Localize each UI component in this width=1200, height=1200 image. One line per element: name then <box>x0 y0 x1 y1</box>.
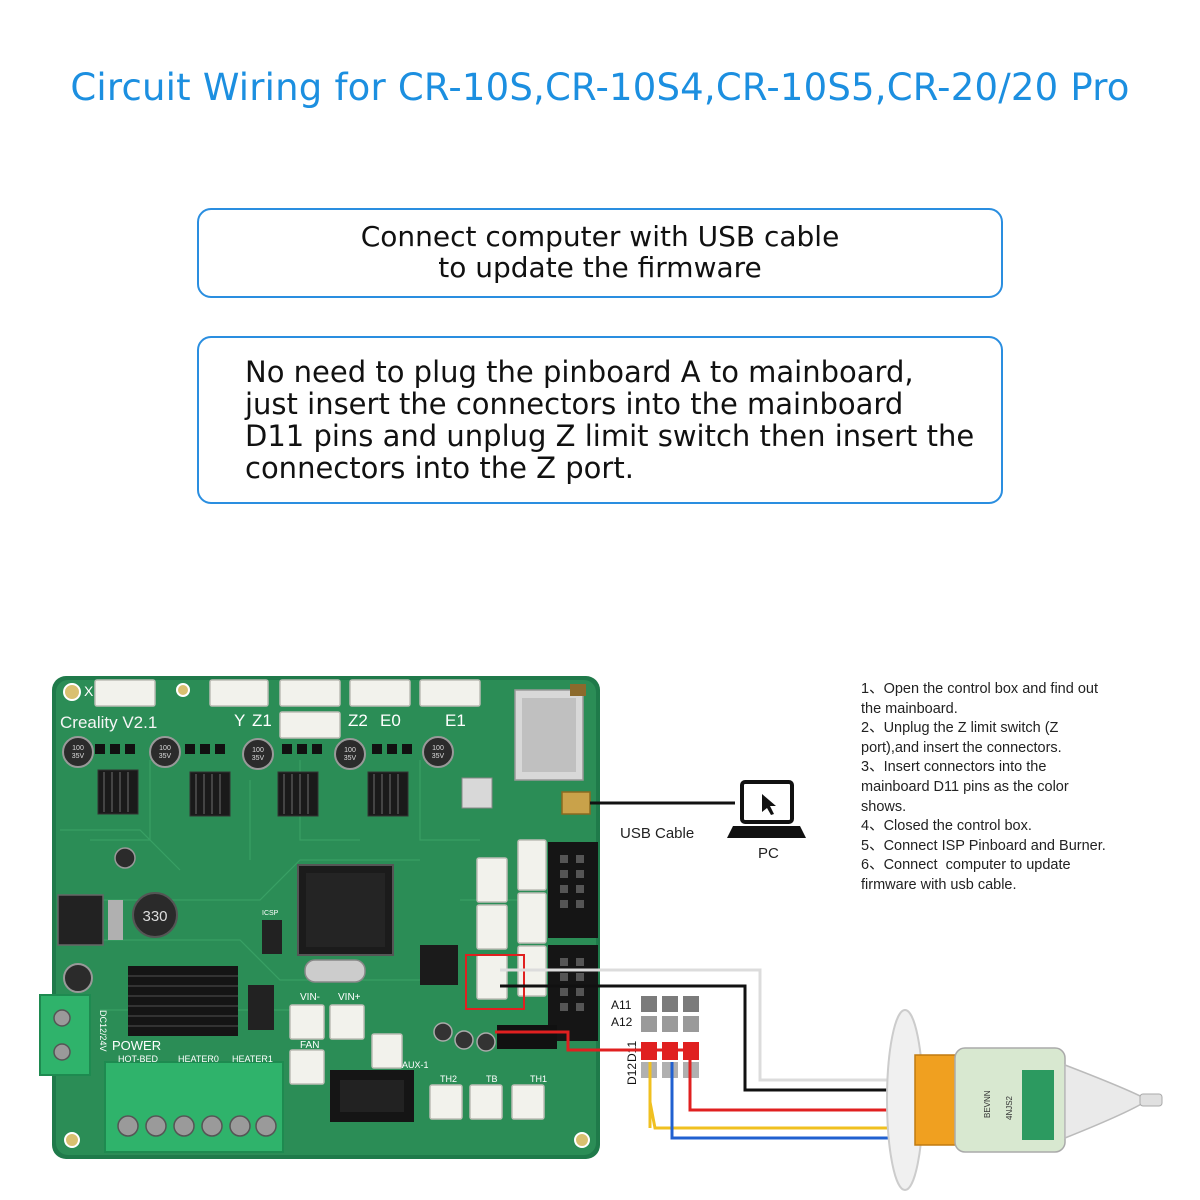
sensor-label: BEVNN <box>983 1090 992 1118</box>
wire-red <box>495 1030 1030 1112</box>
usb-note-box: Connect computer with USB cable to updat… <box>197 208 1003 298</box>
pinboard-note-line: connectors into the Z port. <box>245 451 634 485</box>
mainboard: Creality V2.1 X Y Z1 Z2 E0 E1 100 35V 10… <box>39 676 600 1159</box>
step-item: 4、Closed the control box. <box>861 818 1032 835</box>
axis-label-z1: Z1 <box>252 711 272 730</box>
svg-text:35V: 35V <box>159 753 172 760</box>
svg-text:100: 100 <box>432 745 444 752</box>
pinboard-note-box: No need to plug the pinboard A to mainbo… <box>197 336 1003 504</box>
axis-label-e0: E0 <box>380 711 401 730</box>
usb-note-line: Connect computer with USB cable <box>360 220 840 253</box>
heater1-label: HEATER1 <box>232 1054 273 1064</box>
step-item: 6、Connect computer to update firmware wi… <box>861 857 1071 893</box>
svg-text:100: 100 <box>72 745 84 752</box>
inductor-label: 330 <box>142 908 167 925</box>
pin-label-a12: A12 <box>611 1015 633 1029</box>
page-title: Circuit Wiring for CR-10S,CR-10S4,CR-10S… <box>70 66 1130 109</box>
board-brand: Creality V2.1 <box>60 713 157 732</box>
svg-text:35V: 35V <box>344 755 357 762</box>
hotbed-label: HOT-BED <box>118 1054 159 1064</box>
step-item: 3、Insert connectors into the mainboard D… <box>861 759 1069 815</box>
dc-label: DC12/24V <box>98 1010 108 1052</box>
axis-label-e1: E1 <box>445 711 466 730</box>
svg-text:35V: 35V <box>72 753 85 760</box>
vin-label: VIN+ <box>338 992 361 1003</box>
svg-text:35V: 35V <box>252 755 265 762</box>
pin-label-a11: A11 <box>611 998 632 1012</box>
pinboard-note-line: just insert the connectors into the main… <box>245 387 904 421</box>
axis-label-x: X <box>84 683 94 699</box>
icsp-label: ICSP <box>262 910 279 917</box>
therm-label: TH1 <box>530 1074 547 1084</box>
svg-text:35V: 35V <box>432 753 445 760</box>
pinboard-note-line: No need to plug the pinboard A to mainbo… <box>245 355 914 389</box>
axis-label-y: Y <box>234 711 245 730</box>
step-item: 5、Connect ISP Pinboard and Burner. <box>861 837 1106 854</box>
svg-text:100: 100 <box>344 747 356 754</box>
fan-label: FAN <box>300 1040 319 1051</box>
heater0-label: HEATER0 <box>178 1054 219 1064</box>
steps-list: 1、Open the control box and find out the … <box>861 680 1161 896</box>
aux-label: AUX-1 <box>402 1060 429 1070</box>
usb-note-line: to update the firmware <box>438 251 762 284</box>
axis-label-z2: Z2 <box>348 711 368 730</box>
sensor-label: 4NJS2 <box>1005 1095 1014 1120</box>
therm-label: TH2 <box>440 1074 457 1084</box>
bltouch-sensor: 4NJS2 BEVNN <box>886 1009 1163 1191</box>
pc-label: PC <box>758 845 779 862</box>
step-item: 1、Open the control box and find out the … <box>861 681 1098 717</box>
svg-text:100: 100 <box>252 747 264 754</box>
power-label: POWER <box>112 1038 161 1053</box>
step-item: 2、Unplug the Z limit switch (Z port),and… <box>861 720 1062 756</box>
pc-icon <box>727 780 806 838</box>
pin-label-d12: D12 <box>625 1063 639 1085</box>
usb-cable-label: USB Cable <box>620 825 694 842</box>
capacitor-row: 100 35V 100 35V 100 35V 100 35V 100 <box>62 736 454 770</box>
svg-text:100: 100 <box>159 745 171 752</box>
vin-label: VIN- <box>300 992 320 1003</box>
pinboard-note-line: D11 pins and unplug Z limit switch then … <box>245 419 975 453</box>
therm-label: TB <box>486 1074 498 1084</box>
